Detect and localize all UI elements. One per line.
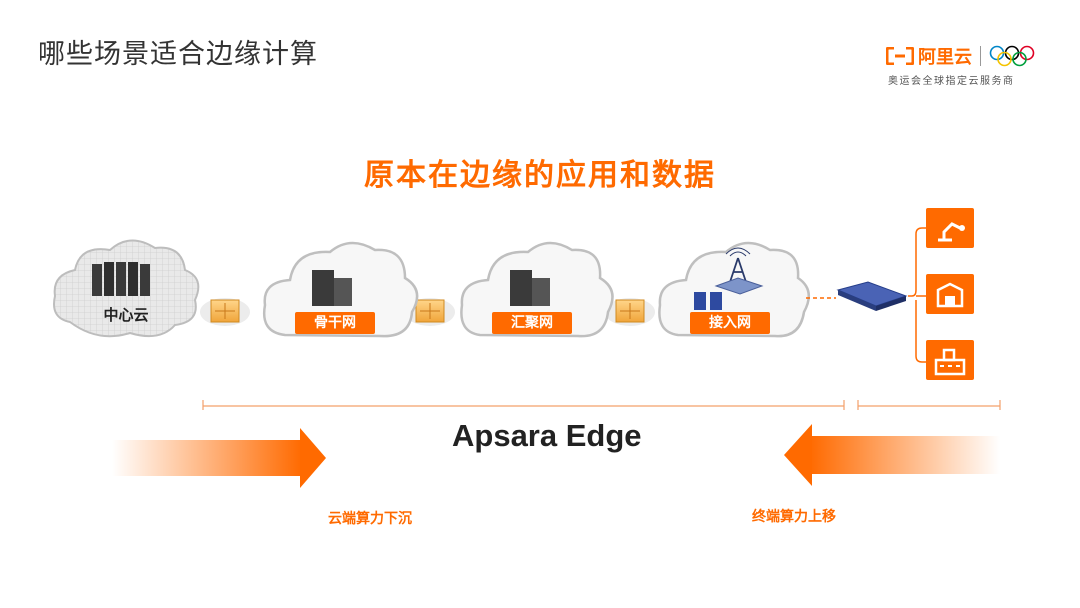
robot-arm-icon [926,208,974,248]
caption-cloud-sink: 云端算力下沉 [328,511,412,527]
caption-terminal-rise: 终端算力上移 [752,509,836,525]
olympic-rings-icon [989,45,1035,67]
logo: 阿里云 奥运会全球指定云服务商 [885,43,1046,91]
backbone-label: 骨干网 [295,312,375,334]
central-cloud-label: 中心云 [103,306,149,324]
network-switch-icon [836,281,908,311]
server-rack-icon [92,262,150,296]
arrow-left-to-right [112,428,326,488]
server-icon [694,292,722,310]
connector-box-icon [405,298,455,326]
antenna-tower-icon [714,247,764,295]
building-server-icon [312,270,352,306]
building-icon [926,340,974,380]
aliyun-logo-icon [885,46,915,66]
access-label: 接入网 [690,312,770,334]
central-cloud [53,239,200,338]
connector-box-icon [605,298,655,326]
logo-divider [980,46,981,66]
logo-tagline: 奥运会全球指定云服务商 [888,76,1015,87]
connector-box-icon [200,298,250,326]
aggregation-label: 汇聚网 [492,312,572,334]
building-server-icon [510,270,550,306]
factory-icon [926,274,974,314]
brand-name: 阿里云 [918,47,972,68]
diagram-heading: 原本在边缘的应用和数据 [364,158,716,193]
arrow-right-to-left [784,424,1000,486]
page-title: 哪些场景适合边缘计算 [38,39,318,70]
endpoint-bracket [908,227,926,363]
device-range-bracket [857,400,1001,410]
edge-title: Apsara Edge [452,418,642,453]
edge-range-bracket [202,400,845,410]
